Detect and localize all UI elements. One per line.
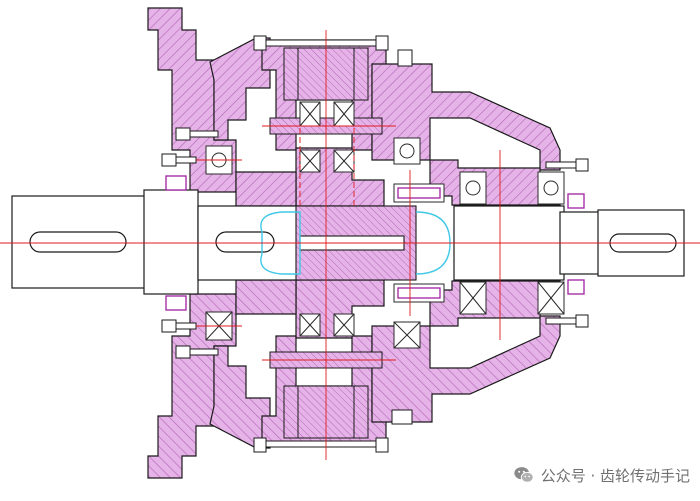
bolts [161,35,589,453]
bolt-bottom [253,437,389,453]
bearings [205,101,565,349]
centerlines [0,30,700,460]
watermark-text: 公众号 · 齿轮传动手记 [540,466,690,485]
bearing-planet-lower [299,313,355,337]
bearing-planet-upper [299,101,355,173]
housing-lower [147,279,561,479]
watermark: 公众号 · 齿轮传动手记 [513,463,690,487]
wechat-icon [514,467,534,483]
bearing-carrier [393,137,421,349]
input-shaft [11,189,299,295]
bearing-output [459,171,565,315]
bolt-top [253,35,389,51]
seals [165,175,585,311]
